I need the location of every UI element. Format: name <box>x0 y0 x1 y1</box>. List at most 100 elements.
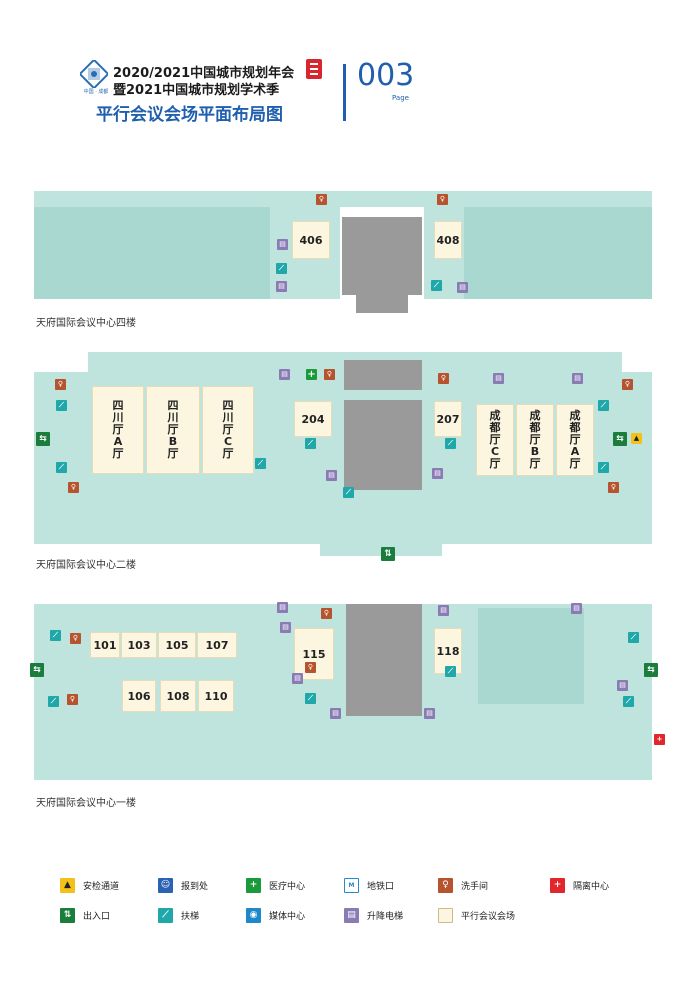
room-106-label: 106 <box>127 689 151 703</box>
escalator-icon: ⟋ <box>56 400 67 411</box>
floor-2-north-core <box>344 360 422 390</box>
escalator-icon: ⟋ <box>305 438 316 449</box>
elevator-icon: ▤ <box>277 602 288 613</box>
escalator-icon: ⟋ <box>343 487 354 498</box>
legend-item-registration: ☺ 报到处 <box>158 878 208 893</box>
legend-label: 医疗中心 <box>269 882 306 892</box>
room-408[interactable]: 408 <box>434 221 462 259</box>
room-110[interactable]: 110 <box>198 680 234 712</box>
escalator-icon: ⟋ <box>50 630 61 641</box>
escalator-icon: ⟋ <box>56 462 67 473</box>
title-line-1: 2020/2021中国城市规划年会 <box>113 66 295 81</box>
elevator-icon: ▤ <box>438 605 449 616</box>
legend-item-venue: 平行会议会场 <box>438 908 515 923</box>
hall-char: 都 <box>489 421 501 434</box>
restroom-icon: ♀ <box>68 482 79 493</box>
legend-item-security: ▲ 安检通道 <box>60 878 119 893</box>
room-406-label: 406 <box>299 233 323 247</box>
room-101[interactable]: 101 <box>90 632 120 658</box>
floor-4-west-wing <box>34 207 270 299</box>
elevator-icon: ▤ <box>330 708 341 719</box>
legend-label: 洗手间 <box>461 882 489 892</box>
restroom-icon: ♀ <box>622 379 633 390</box>
entrance-icon: ⇆ <box>30 663 44 677</box>
room-106[interactable]: 106 <box>122 680 156 712</box>
escalator-icon: ⟋ <box>598 400 609 411</box>
entrance-icon: ⇅ <box>60 908 75 923</box>
hall-sichuan-b[interactable]: 四 川 厅 B 厅 <box>146 386 200 474</box>
restroom-icon: ♀ <box>437 194 448 205</box>
room-107-label: 107 <box>205 638 229 652</box>
hall-char: 成 <box>569 409 581 422</box>
room-108[interactable]: 108 <box>160 680 196 712</box>
room-406[interactable]: 406 <box>292 221 330 259</box>
hall-char: 厅 <box>167 447 179 460</box>
isolation-icon: + <box>550 878 565 893</box>
escalator-icon: ⟋ <box>431 280 442 291</box>
hall-char: 成 <box>529 409 541 422</box>
legend-label: 隔离中心 <box>573 882 610 892</box>
hall-char: 厅 <box>222 423 234 436</box>
restroom-icon: ♀ <box>608 482 619 493</box>
room-107[interactable]: 107 <box>197 632 237 658</box>
medical-icon: + <box>246 878 261 893</box>
header-divider <box>343 64 346 121</box>
floor-4-corridor <box>34 191 652 207</box>
hall-char: A <box>113 435 123 448</box>
room-204[interactable]: 204 <box>294 401 332 437</box>
legend-item-medical: + 医疗中心 <box>246 878 305 893</box>
escalator-icon: ⟋ <box>48 696 59 707</box>
hall-chengdu-b[interactable]: 成 都 厅 B 厅 <box>516 404 554 476</box>
legend-label: 安检通道 <box>83 882 120 892</box>
elevator-icon: ▤ <box>277 239 288 250</box>
hall-sichuan-a[interactable]: 四 川 厅 A 厅 <box>92 386 144 474</box>
page-title: 平行会议会场平面布局图 <box>96 105 283 125</box>
hall-chengdu-c[interactable]: 成 都 厅 C 厅 <box>476 404 514 476</box>
escalator-icon: ⟋ <box>628 632 639 643</box>
room-204-label: 204 <box>301 412 325 426</box>
hall-chengdu-a[interactable]: 成 都 厅 A 厅 <box>556 404 594 476</box>
hall-char: B <box>168 435 178 448</box>
legend-label: 地铁口 <box>367 882 395 892</box>
hall-char: 川 <box>112 411 124 424</box>
hall-char: 厅 <box>489 457 501 470</box>
entrance-icon: ⇆ <box>613 432 627 446</box>
room-103-label: 103 <box>127 638 151 652</box>
registration-icon: ☺ <box>158 878 173 893</box>
elevator-icon: ▤ <box>457 282 468 293</box>
room-207[interactable]: 207 <box>434 401 462 437</box>
hall-char: 四 <box>222 399 234 412</box>
hall-char: C <box>490 445 500 458</box>
hall-char: 都 <box>529 421 541 434</box>
escalator-icon: ⟋ <box>158 908 173 923</box>
entrance-icon: ⇅ <box>381 547 395 561</box>
escalator-icon: ⟋ <box>598 462 609 473</box>
escalator-icon: ⟋ <box>623 696 634 707</box>
escalator-icon: ⟋ <box>255 458 266 469</box>
room-118[interactable]: 118 <box>434 628 462 674</box>
legend-label: 升降电梯 <box>367 912 404 922</box>
restroom-icon: ♀ <box>67 694 78 705</box>
room-115-label: 115 <box>302 647 326 661</box>
hall-char: 都 <box>569 421 581 434</box>
hall-char: 厅 <box>529 457 541 470</box>
room-118-label: 118 <box>436 644 460 658</box>
hall-char: 四 <box>112 399 124 412</box>
room-115[interactable]: 115 <box>294 628 334 680</box>
parallel-session-venue-icon <box>438 908 453 923</box>
floor-4-core <box>342 217 422 295</box>
legend-label: 媒体中心 <box>269 912 306 922</box>
hall-char: 厅 <box>489 433 501 446</box>
legend-item-media: ◉ 媒体中心 <box>246 908 305 923</box>
hall-sichuan-c[interactable]: 四 川 厅 C 厅 <box>202 386 254 474</box>
floor-1-east-hall <box>478 608 584 704</box>
legend-label: 平行会议会场 <box>461 912 516 922</box>
floor-2-core <box>344 400 422 490</box>
floor-4-label: 天府国际会议中心四楼 <box>36 318 136 329</box>
security-icon: ▲ <box>631 433 642 444</box>
restroom-icon: ♀ <box>70 633 81 644</box>
hall-char: 厅 <box>569 457 581 470</box>
elevator-icon: ▤ <box>276 281 287 292</box>
room-105[interactable]: 105 <box>158 632 196 658</box>
room-103[interactable]: 103 <box>121 632 157 658</box>
